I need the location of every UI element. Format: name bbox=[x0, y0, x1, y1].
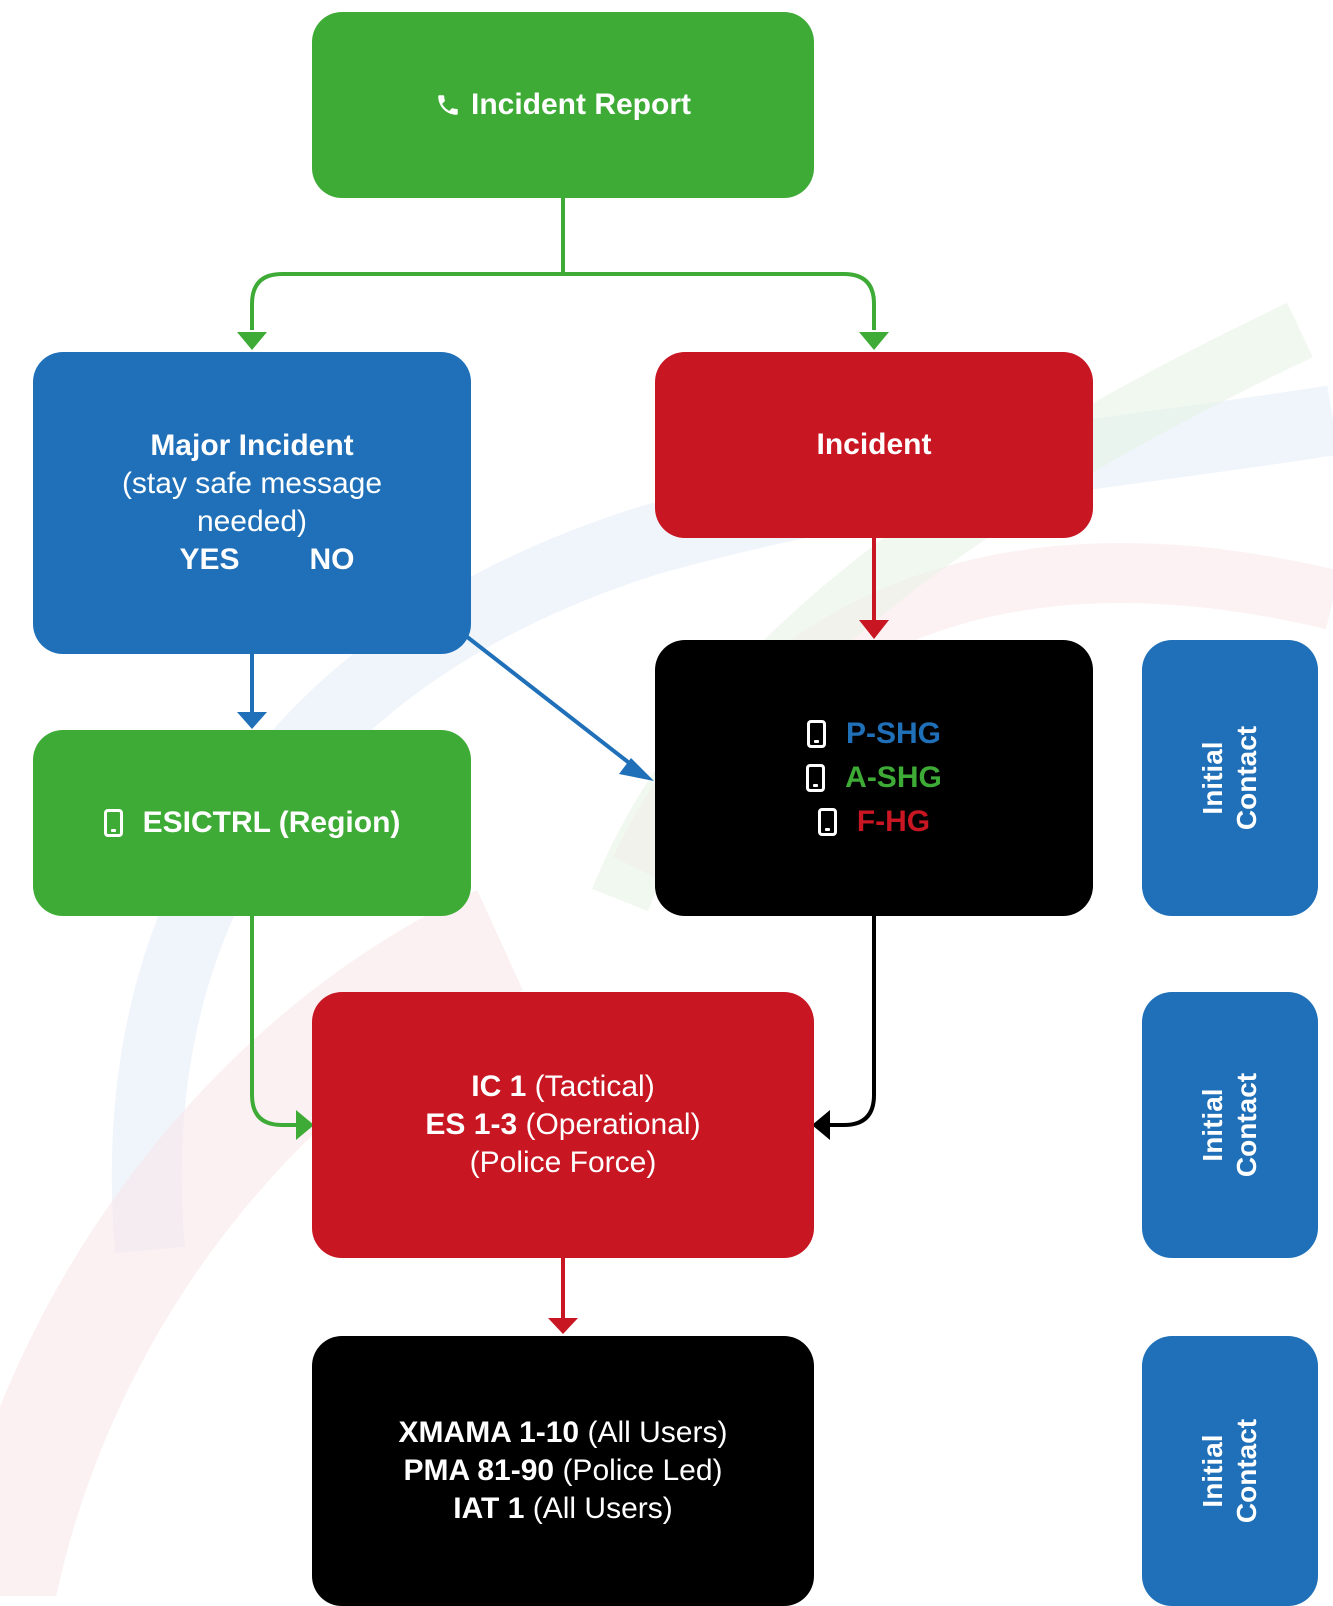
command-code: IC 1 bbox=[471, 1070, 527, 1103]
command-desc: (Police Force) bbox=[469, 1146, 657, 1179]
incident-report-label: Incident Report bbox=[470, 88, 691, 121]
arrowhead-command-left bbox=[296, 1110, 314, 1140]
arrowhead-mutual bbox=[548, 1318, 578, 1334]
command-line: ES 1-3 (Operational) bbox=[425, 1106, 700, 1144]
mutual-aid-box: XMAMA 1-10 (All Users) PMA 81-90 (Police… bbox=[312, 1336, 814, 1606]
arrowhead-esictrl bbox=[237, 712, 267, 729]
arrowhead-talkgroups bbox=[859, 620, 889, 639]
incident-box: Incident bbox=[655, 352, 1093, 538]
talkgroup-f-hg: F-HG bbox=[856, 805, 931, 838]
connector-report-to-incident bbox=[563, 272, 876, 330]
mutual-aid-code: XMAMA 1-10 bbox=[398, 1416, 580, 1449]
phone-icon bbox=[435, 90, 461, 120]
major-incident-title: Major Incident bbox=[150, 429, 354, 462]
yes-label: YES bbox=[179, 543, 240, 576]
incident-report-box: Incident Report bbox=[312, 12, 814, 198]
major-incident-box: Major Incident (stay safe message needed… bbox=[33, 352, 471, 654]
command-desc: (Tactical) bbox=[534, 1070, 655, 1103]
mutual-aid-code: IAT 1 bbox=[453, 1492, 525, 1525]
mobile-icon bbox=[817, 808, 837, 836]
connector-report-to-major bbox=[250, 272, 563, 330]
major-incident-subtitle: (stay safe message needed) bbox=[121, 467, 383, 538]
talkgroups-box: P-SHG A-SHG F-HG bbox=[655, 640, 1093, 916]
mutual-aid-desc: (Police Led) bbox=[562, 1454, 723, 1487]
mutual-aid-desc: (All Users) bbox=[532, 1492, 673, 1525]
mutual-aid-line: PMA 81-90 (Police Led) bbox=[403, 1452, 722, 1490]
initial-contact-line2: Contact bbox=[1230, 1072, 1262, 1178]
mobile-icon bbox=[806, 764, 826, 792]
esictrl-box: ESICTRL (Region) bbox=[33, 730, 471, 916]
initial-contact-line2: Contact bbox=[1230, 1418, 1262, 1524]
talkgroup-row: F-HG bbox=[817, 800, 931, 844]
talkgroup-row: P-SHG bbox=[806, 712, 941, 756]
talkgroup-row: A-SHG bbox=[806, 756, 942, 800]
mobile-icon bbox=[806, 720, 826, 748]
mutual-aid-line: IAT 1 (All Users) bbox=[453, 1490, 672, 1528]
initial-contact-line1: Initial bbox=[1196, 1434, 1228, 1508]
initial-contact-box: Initial Contact bbox=[1142, 992, 1318, 1258]
mobile-icon bbox=[103, 809, 123, 837]
mutual-aid-desc: (All Users) bbox=[587, 1416, 728, 1449]
initial-contact-line2: Contact bbox=[1230, 725, 1262, 831]
connector-talkgroups-to-command bbox=[830, 916, 876, 1127]
talkgroup-a-shg: A-SHG bbox=[845, 761, 942, 794]
arrowhead-command-right bbox=[812, 1110, 830, 1140]
connector-major-no bbox=[464, 634, 639, 771]
command-line: (Police Force) bbox=[470, 1144, 657, 1182]
command-code: ES 1-3 bbox=[425, 1108, 518, 1141]
command-line: IC 1 (Tactical) bbox=[471, 1068, 654, 1106]
command-box: IC 1 (Tactical) ES 1-3 (Operational) (Po… bbox=[312, 992, 814, 1258]
arrowhead-no bbox=[619, 758, 654, 781]
mutual-aid-line: XMAMA 1-10 (All Users) bbox=[399, 1414, 728, 1452]
initial-contact-line1: Initial bbox=[1196, 1088, 1228, 1162]
initial-contact-box: Initial Contact bbox=[1142, 640, 1318, 916]
mutual-aid-code: PMA 81-90 bbox=[403, 1454, 555, 1487]
command-desc: (Operational) bbox=[525, 1108, 701, 1141]
incident-label: Incident bbox=[816, 428, 932, 461]
no-label: NO bbox=[309, 543, 355, 576]
talkgroup-p-shg: P-SHG bbox=[845, 717, 941, 750]
initial-contact-line1: Initial bbox=[1196, 741, 1228, 815]
esictrl-label: ESICTRL (Region) bbox=[142, 806, 401, 839]
arrowhead-incident bbox=[859, 332, 889, 350]
arrowhead-major bbox=[237, 332, 267, 350]
initial-contact-box: Initial Contact bbox=[1142, 1336, 1318, 1606]
connector-esictrl-to-command bbox=[250, 916, 296, 1127]
